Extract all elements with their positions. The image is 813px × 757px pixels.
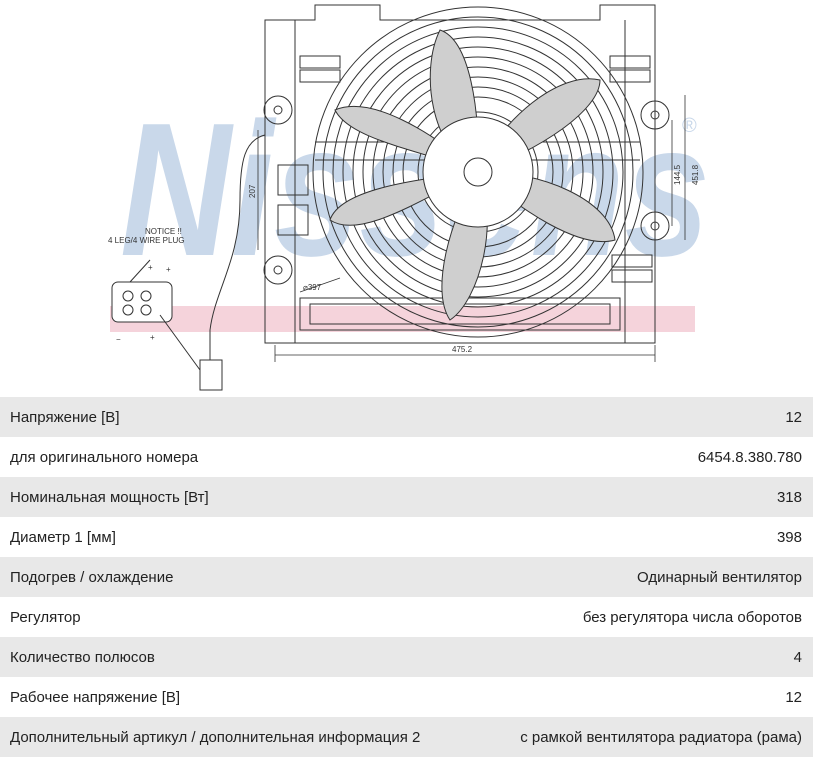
spec-label: Напряжение [В] [10, 408, 120, 426]
mount-lug-top-right [640, 100, 670, 130]
spec-row: Номинальная мощность [Вт] 318 [0, 477, 813, 517]
fan-shroud-outline [264, 4, 656, 344]
connector-note-line2: 4 LEG/4 WIRE PLUG [108, 236, 184, 245]
registered-mark: ® [682, 115, 697, 137]
plug-connector [199, 359, 223, 391]
mount-lug-top-left [263, 95, 293, 125]
mount-lug-bottom-right [640, 211, 670, 241]
spec-value: 12 [785, 688, 802, 706]
pin-label-plus-2: + [166, 265, 171, 274]
spec-label: Рабочее напряжение [В] [10, 688, 181, 706]
spec-row: Напряжение [В] 12 [0, 397, 813, 437]
connector-face [111, 281, 173, 323]
spec-row: Дополнительный артикул / дополнительная … [0, 717, 813, 757]
spec-label: Дополнительный артикул / дополнительная … [10, 728, 421, 746]
spec-value: Одинарный вентилятор [637, 568, 802, 586]
spec-row: Количество полюсов 4 [0, 637, 813, 677]
spec-value: 318 [776, 488, 802, 506]
spec-label: Подогрев / охлаждение [10, 568, 174, 586]
spec-value: с рамкой вентилятора радиатора (рама) [520, 728, 802, 746]
spec-value: 398 [776, 528, 802, 546]
dim-width: 475.2 [452, 345, 473, 354]
spec-row: для оригинального номера 6454.8.380.780 [0, 437, 813, 477]
dim-diameter: ⌀397 [303, 283, 322, 292]
spec-row: Регулятор без регулятора числа оборотов [0, 597, 813, 637]
spec-value: 6454.8.380.780 [697, 448, 802, 466]
spec-label: Количество полюсов [10, 648, 155, 666]
connector-note-line1: NOTICE !! [145, 227, 182, 236]
fan-technical-drawing: Nissens ® [108, 4, 710, 391]
spec-value: без регулятора числа оборотов [582, 608, 802, 626]
spec-label: Регулятор [10, 608, 81, 626]
specs-table: Напряжение [В] 12 для оригинального номер… [0, 397, 813, 757]
pin-label-plus-1: + [148, 263, 153, 272]
spec-label: Номинальная мощность [Вт] [10, 488, 209, 506]
mount-lug-bottom-left [263, 255, 293, 285]
dim-451: 451.8 [691, 164, 700, 185]
dim-height: 207 [248, 184, 257, 198]
pin-label-plus-3: + [150, 333, 155, 342]
wire-harness [209, 134, 266, 360]
product-drawing: Nissens ® [108, 4, 710, 391]
spec-label: для оригинального номера [10, 448, 199, 466]
spec-value: 12 [785, 408, 802, 426]
spec-row: Диаметр 1 [мм] 398 [0, 517, 813, 557]
spec-row: Рабочее напряжение [В] 12 [0, 677, 813, 717]
pin-label-minus: − [116, 335, 121, 344]
dim-144: 144.5 [673, 164, 682, 185]
spec-label: Диаметр 1 [мм] [10, 528, 116, 546]
spec-value: 4 [793, 648, 802, 666]
spec-row: Подогрев / охлаждение Одинарный вентилято… [0, 557, 813, 597]
